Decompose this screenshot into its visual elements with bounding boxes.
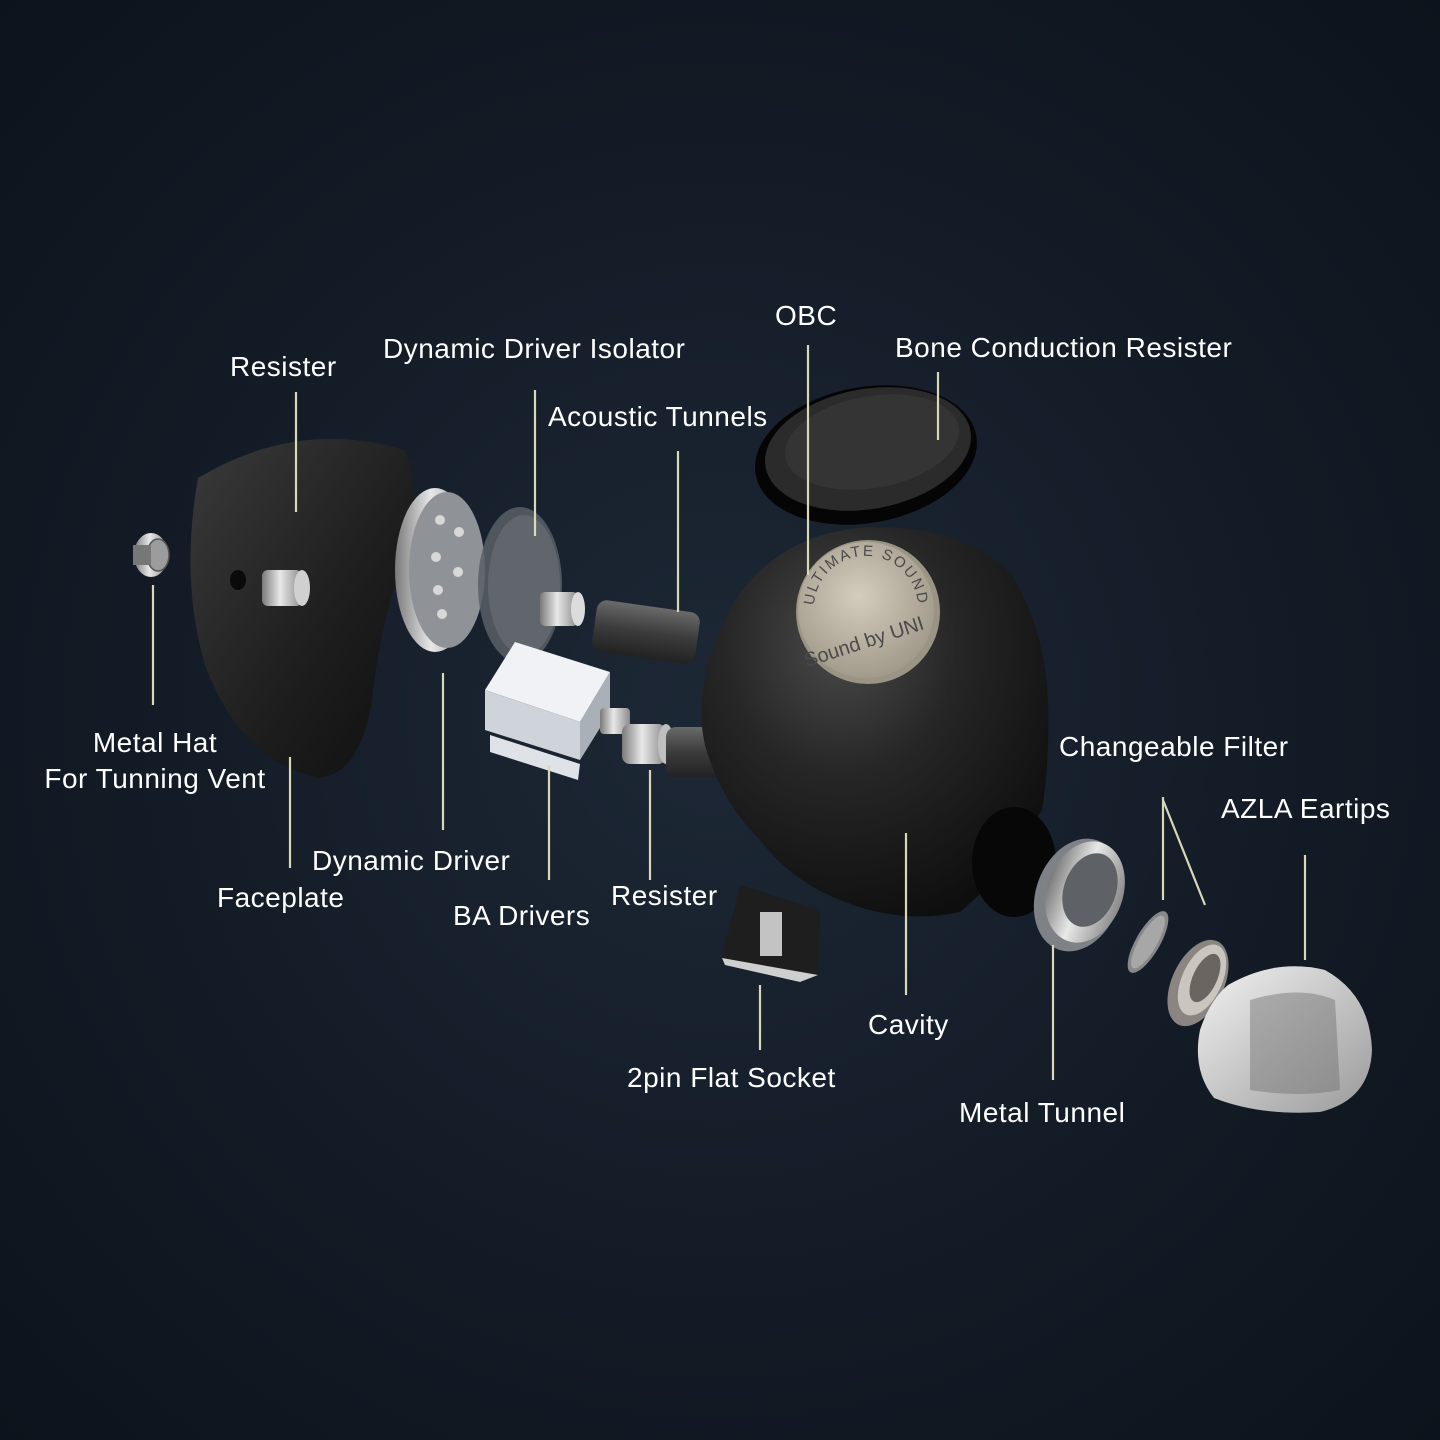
obc-part	[755, 385, 977, 525]
label-dynamic-driver-isolator: Dynamic Driver Isolator	[383, 333, 686, 364]
azla-eartip-part	[1197, 966, 1372, 1113]
label-resister-bottom: Resister	[611, 880, 718, 911]
metal-tunnel-part	[1033, 838, 1125, 952]
label-obc: OBC	[775, 300, 838, 331]
dynamic-driver-isolator-part	[478, 507, 585, 663]
label-ba-drivers: BA Drivers	[453, 900, 591, 931]
label-metal-hat-line1: Metal Hat	[92, 727, 218, 758]
label-two-pin-flat-socket: 2pin Flat Socket	[627, 1062, 836, 1093]
cavity-shell-part: ULTIMATE SOUND Sound by UNI	[701, 527, 1056, 917]
label-faceplate: Faceplate	[217, 882, 345, 913]
label-resister-top: Resister	[230, 351, 337, 382]
label-azla-eartips: AZLA Eartips	[1221, 793, 1391, 824]
leader-lines	[151, 345, 1307, 1080]
label-changeable-filter: Changeable Filter	[1059, 731, 1289, 762]
label-dynamic-driver: Dynamic Driver	[312, 845, 511, 876]
label-cavity: Cavity	[868, 1009, 949, 1040]
label-bone-conduction-resister: Bone Conduction Resister	[895, 332, 1233, 363]
label-metal-tunnel: Metal Tunnel	[959, 1097, 1126, 1128]
dynamic-driver-part	[395, 488, 485, 652]
ba-drivers-part	[485, 642, 630, 780]
leader-changeable-filter-b	[1161, 799, 1207, 906]
label-acoustic-tunnels: Acoustic Tunnels	[548, 401, 768, 432]
two-pin-socket-part	[722, 885, 820, 982]
faceplate-part	[190, 438, 415, 778]
metal-hat-part	[133, 533, 170, 577]
changeable-filter-part	[1127, 911, 1169, 973]
label-metal-hat-line2: For Tunning Vent	[44, 763, 266, 795]
label-metal-hat: Metal Hat For Tunning Vent	[30, 725, 280, 798]
